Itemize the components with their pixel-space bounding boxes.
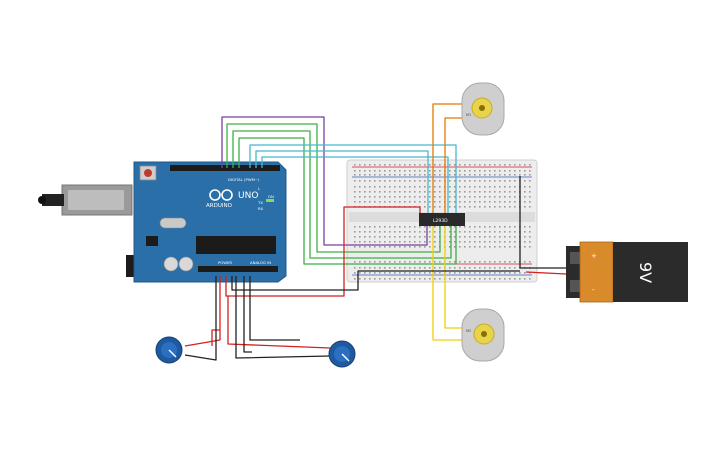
wire-purple[interactable] — [221, 116, 428, 246]
wire-black-pot1[interactable] — [184, 276, 217, 361]
wire-cyan-2[interactable] — [255, 150, 429, 213]
atmega-chip — [196, 236, 276, 254]
l293d-label: L293D — [433, 218, 448, 224]
digital-pins-label: DIGITAL (PWM~) — [228, 177, 260, 182]
power-analog-header — [198, 266, 278, 272]
potentiometer-left[interactable] — [155, 336, 183, 364]
motor-top[interactable]: M1 — [461, 82, 505, 136]
wire-green-3[interactable] — [238, 137, 457, 265]
battery-9v[interactable]: 9V + - — [566, 241, 688, 303]
arduino-brand-label: ARDUINO — [206, 203, 233, 209]
on-led-label: ON — [268, 194, 274, 199]
l293d-driver-chip[interactable]: L293D — [419, 213, 465, 226]
usb-cable — [42, 194, 64, 206]
wire-orange-2[interactable] — [444, 117, 463, 213]
motor-bottom[interactable]: M2 — [461, 308, 505, 362]
arduino-model-label: UNO — [238, 191, 258, 201]
breadboard-holes — [354, 164, 531, 280]
rx-label: RX — [258, 206, 264, 211]
digital-header — [170, 165, 280, 171]
wire-orange-1[interactable] — [432, 103, 463, 213]
battery-body — [613, 242, 688, 302]
l-led-label: L — [258, 186, 261, 191]
wire-yellow-2[interactable] — [444, 226, 463, 329]
analog-pins-label: ANALOG IN — [250, 260, 271, 265]
wire-cyan-3[interactable] — [261, 156, 449, 213]
arduino-logo-icon — [209, 189, 233, 201]
wire-battery-positive[interactable] — [525, 271, 567, 275]
wires — [184, 103, 567, 361]
wire-green-2[interactable] — [232, 130, 452, 259]
wire-green-1[interactable] — [226, 123, 441, 253]
wire-black-analog[interactable] — [243, 276, 252, 353]
wire-red-pot1[interactable] — [184, 276, 221, 347]
motor-bottom-label: M2 — [466, 329, 471, 333]
wire-battery-negative[interactable] — [519, 176, 566, 269]
power-pins-label: POWER — [218, 260, 232, 265]
wire-cyan-1[interactable] — [249, 144, 457, 213]
wire-black-gnd[interactable] — [231, 270, 520, 291]
battery-top-cap — [579, 241, 614, 303]
wire-red-pot1-b[interactable] — [211, 329, 220, 346]
tx-label: TX — [257, 200, 263, 205]
wire-red-pot2[interactable] — [227, 296, 331, 349]
wire-black-analog2[interactable] — [249, 276, 300, 341]
arduino-uno-board[interactable]: ARDUINO UNO DIGITAL (PWM~) POWER ANALOG … — [38, 161, 287, 283]
wire-yellow-1[interactable] — [432, 226, 463, 341]
wire-black-pot2[interactable] — [235, 276, 331, 359]
wire-red-5v[interactable] — [225, 206, 421, 297]
battery-minus-label: - — [592, 286, 595, 294]
potentiometer-right[interactable] — [328, 340, 356, 368]
battery-label: 9V — [636, 262, 655, 283]
motor-top-label: M1 — [466, 113, 471, 117]
battery-plus-label: + — [591, 252, 597, 260]
on-led-icon — [266, 199, 274, 202]
